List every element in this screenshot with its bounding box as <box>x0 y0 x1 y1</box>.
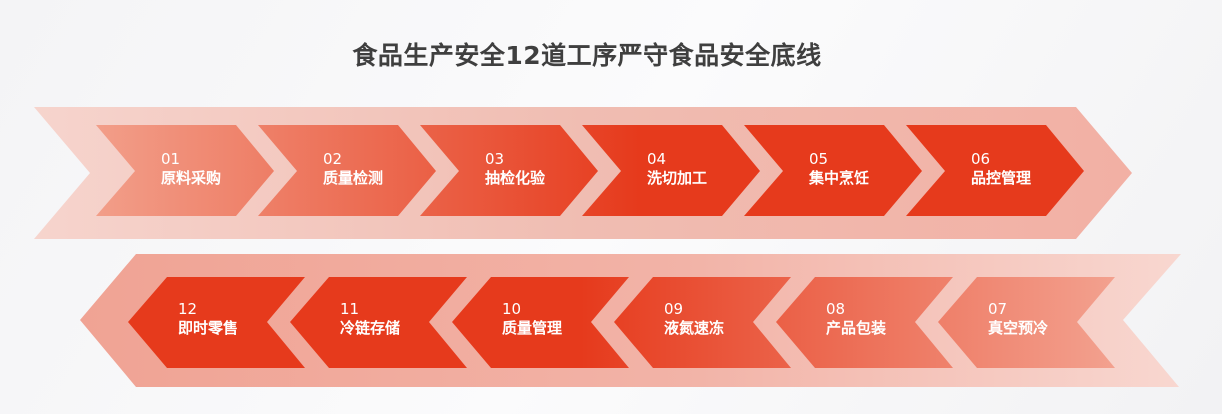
step-label: 即时零售 <box>178 319 239 337</box>
step-number: 09 <box>664 300 684 318</box>
step-number: 10 <box>502 300 522 318</box>
step-label: 抽检化验 <box>485 169 546 187</box>
step-number: 11 <box>340 300 360 318</box>
step-number: 05 <box>809 150 829 168</box>
step-05-chevron <box>744 125 922 216</box>
step-label: 集中烹饪 <box>809 169 870 187</box>
step-01-chevron <box>96 125 274 216</box>
page-title: 食品生产安全12道工序严守食品安全底线 <box>352 41 822 70</box>
step-label: 质量检测 <box>323 169 384 187</box>
step-label: 质量管理 <box>502 319 563 337</box>
step-02-chevron <box>258 125 436 216</box>
step-08-chevron <box>776 277 953 368</box>
step-04-chevron <box>582 125 760 216</box>
step-number: 04 <box>647 150 667 168</box>
step-11-chevron <box>290 277 467 368</box>
step-03-chevron <box>420 125 598 216</box>
step-number: 06 <box>971 150 991 168</box>
step-label: 产品包装 <box>826 319 887 337</box>
step-07-chevron <box>938 277 1115 368</box>
step-06-chevron <box>906 125 1084 216</box>
step-number: 02 <box>323 150 343 168</box>
step-12-chevron <box>128 277 305 368</box>
step-label: 液氮速冻 <box>664 319 725 337</box>
step-number: 03 <box>485 150 505 168</box>
step-number: 07 <box>988 300 1008 318</box>
step-label: 真空预冷 <box>988 319 1049 337</box>
step-number: 01 <box>161 150 181 168</box>
step-label: 品控管理 <box>971 169 1032 187</box>
step-number: 08 <box>826 300 846 318</box>
step-label: 冷链存储 <box>340 319 401 337</box>
step-label: 原料采购 <box>161 169 222 187</box>
top-row-chevrons <box>96 125 1084 216</box>
step-10-chevron <box>452 277 629 368</box>
step-label: 洗切加工 <box>647 169 708 187</box>
bottom-row-chevrons <box>128 277 1115 368</box>
step-09-chevron <box>614 277 791 368</box>
step-number: 12 <box>178 300 198 318</box>
